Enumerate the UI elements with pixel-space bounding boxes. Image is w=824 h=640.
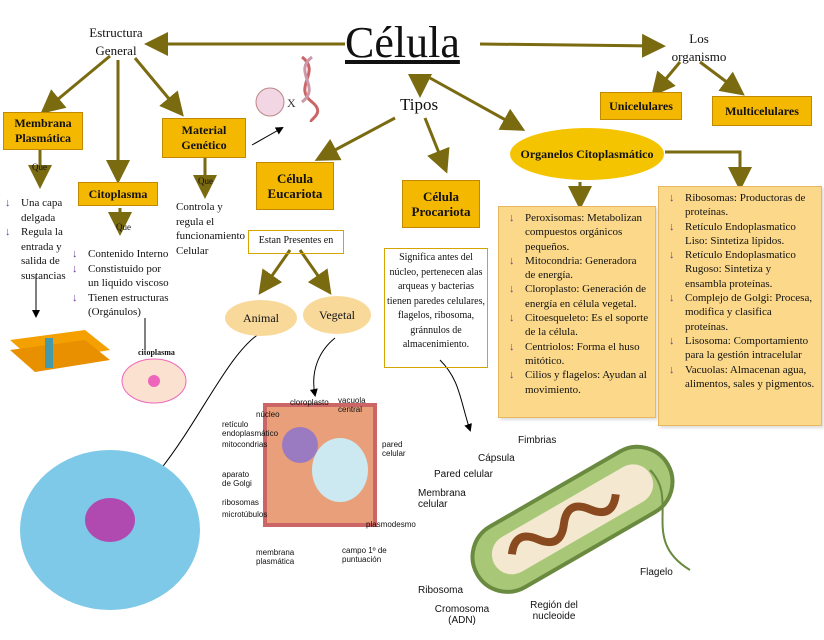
plant-label: pared celular: [382, 440, 406, 458]
list-item: Complejo de Golgi: Procesa, modifica y c…: [667, 291, 815, 334]
animal-cell-image: [20, 450, 200, 610]
eucariota-box: Célula Eucariota: [256, 162, 334, 210]
unicelulares-box: Unicelulares: [600, 92, 682, 120]
citoplasma-que: Que: [116, 222, 131, 232]
organelos-right-panel: Ribosomas: Productoras de proteínas. Ret…: [658, 186, 822, 426]
animal-oval: Animal: [225, 300, 297, 336]
list-item: Mitocondria: Generadora de energía.: [507, 254, 649, 283]
plant-label: aparato de Golgi: [222, 470, 252, 488]
procariota-box: Célula Procariota: [402, 180, 480, 228]
presentes-box: Estan Presentes en: [248, 230, 344, 254]
list-item: Constistuido por un liquido viscoso: [70, 262, 170, 291]
citoplasma-list: Contenido Interno Constistuido por un li…: [70, 247, 170, 320]
plant-label: membrana plasmática: [256, 548, 295, 566]
plant-label: ribosomas: [222, 498, 259, 507]
bacteria-label: Fimbrias: [518, 435, 557, 446]
material-box: Material Genético: [162, 118, 246, 158]
list-item: Citoesqueleto: Es el soporte de la célul…: [507, 311, 649, 340]
bacteria-image: [470, 444, 691, 594]
bacteria-label: Ribosoma: [418, 585, 464, 596]
plant-label: microtúbulos: [222, 510, 268, 519]
bacteria-label: Cromosoma (ADN): [434, 604, 490, 626]
bacteria-label: Pared celular: [434, 469, 493, 480]
plant-label: cloroplasto: [290, 398, 329, 407]
plant-label: núcleo: [256, 410, 280, 419]
bacteria-label: Cápsula: [478, 453, 515, 464]
multicelulares-box: Multicelulares: [712, 96, 812, 126]
bacteria-label: Membrana celular: [418, 488, 466, 510]
citoplasma-box: Citoplasma: [78, 182, 158, 206]
list-item: Retículo Endoplasmatico Liso: Sintetiza …: [667, 220, 815, 249]
list-item: Cilios y flagelos: Ayudan al movimiento.: [507, 368, 649, 397]
list-item: Ribosomas: Productoras de proteínas.: [667, 191, 815, 220]
cytoplasm-image: [121, 358, 187, 404]
list-item: Tienen estructuras (Orgánulos): [70, 291, 170, 320]
list-item: Lisosoma: Comportamiento para la gestión…: [667, 334, 815, 363]
plant-cell-image: [263, 403, 377, 527]
plant-label: vacuola central: [338, 396, 366, 414]
citoplasma-image-label: citoplasma: [138, 348, 175, 357]
plant-label: campo 1º de puntuación: [342, 546, 387, 564]
vegetal-oval: Vegetal: [303, 296, 371, 334]
list-item: Regula la entrada y salida de sustancias: [3, 225, 66, 283]
bacteria-label: Flagelo: [640, 567, 673, 578]
membrane-image: [10, 330, 110, 372]
organelos-oval: Organelos Citoplasmático: [510, 128, 664, 180]
dna-image: X: [255, 55, 320, 122]
membrana-que: Que: [32, 162, 47, 172]
svg-text:X: X: [287, 96, 296, 110]
estructura-general-label: Estructura General: [89, 25, 143, 58]
title: Célula: [345, 18, 460, 67]
list-item: Retículo Endoplasmatico Rugoso: Sintetiz…: [667, 248, 815, 291]
plant-label: mitocondrias: [222, 440, 268, 449]
bacteria-label: Región del nucleoide: [530, 600, 578, 622]
list-item: Una capa delgada: [3, 196, 65, 225]
list-item: Contenido Interno: [70, 247, 170, 262]
list-item: Vacuolas: Almacenan agua, alimentos, sal…: [667, 363, 815, 392]
membrana-list: Una capa delgada Regula la entrada y sal…: [3, 196, 66, 283]
tipos-label: Tipos: [400, 95, 439, 114]
list-item: Centriolos: Forma el huso mitótico.: [507, 340, 649, 369]
organismos-label: Los organismo: [671, 31, 727, 64]
list-item: Peroxisomas: Metabolizan compuestos orgá…: [507, 211, 649, 254]
organelos-left-panel: Peroxisomas: Metabolizan compuestos orgá…: [498, 206, 656, 418]
list-item: Cloroplasto: Generación de energía en cé…: [507, 282, 649, 311]
plant-label: retículo endoplasmático: [222, 420, 279, 438]
material-text: Controla y regula el funcionamiento Celu…: [176, 201, 246, 257]
material-que: Que: [198, 176, 213, 186]
membrana-box: Membrana Plasmática: [3, 112, 83, 150]
procariota-text: Significa antes del núcleo, pertenecen a…: [384, 248, 488, 368]
plant-label: plasmodesmo: [366, 520, 416, 529]
